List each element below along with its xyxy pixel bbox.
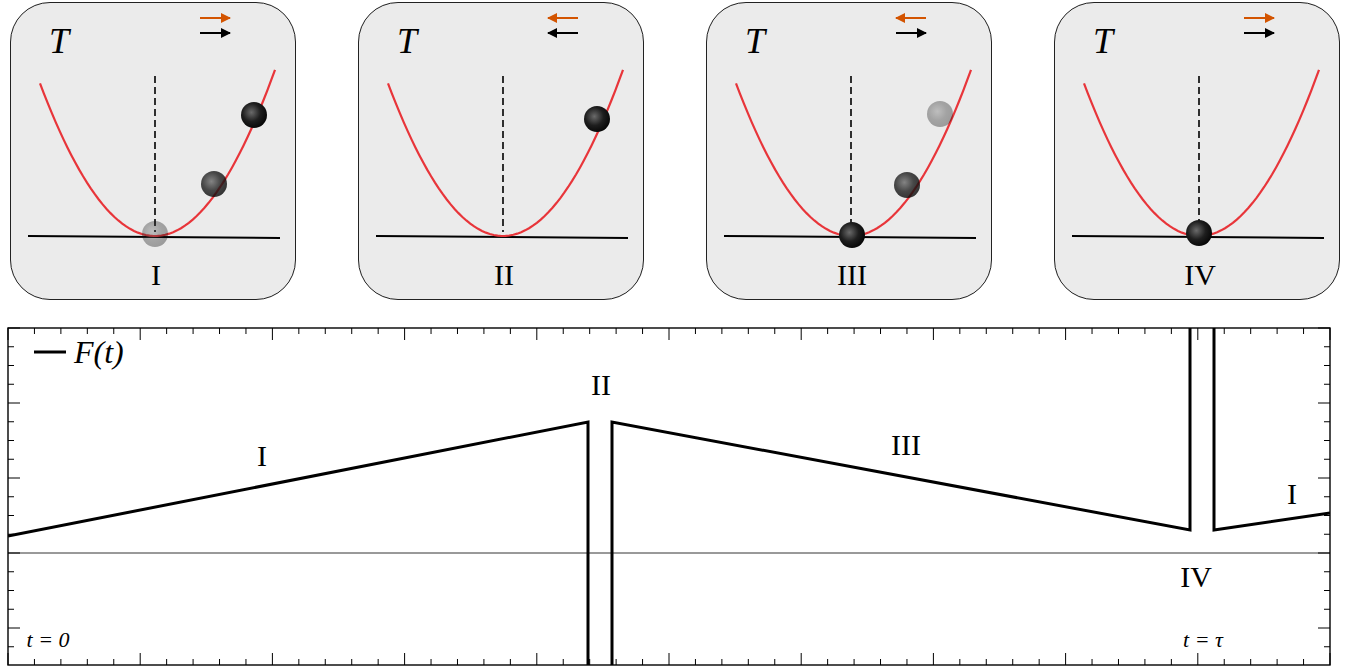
panel-box: TI [10,2,296,300]
particle [839,222,865,248]
direction-arrow [548,32,578,34]
panel-illustration [358,2,644,300]
harmonic-potential [1084,70,1319,236]
direction-arrow [200,32,230,34]
stage-label: I [257,441,267,471]
direction-arrow [1244,32,1274,34]
time-label: t = τ [1183,629,1223,651]
force-curve [8,328,1330,665]
panel-box: T IV [1054,2,1340,300]
panel-ground [10,2,296,300]
legend-text: F(t) [74,336,124,368]
panel-illustration [1054,2,1340,300]
symmetry-axis [1198,76,1200,232]
zero-line [8,553,1330,554]
stage-label: III [891,430,921,460]
panel-illustration [706,2,992,300]
harmonic-potential [40,70,275,236]
symmetry-axis [502,76,504,232]
particle [201,171,227,197]
stage-label: II [591,370,611,400]
stage-label: I [151,260,161,290]
harmonic-potential [388,70,623,236]
panel-box: T III [706,2,992,300]
particle [241,102,267,128]
stage-label: IV [1184,260,1216,290]
direction-arrow [1244,17,1274,19]
symmetry-axis [850,76,852,232]
legend-sample [34,351,66,354]
stage-label: II [494,260,514,290]
temperature-symbol: T [397,23,417,59]
temperature-symbol: T [745,23,765,59]
temperature-symbol: T [1093,23,1113,59]
particle [1186,220,1212,246]
particle [584,106,610,132]
symmetry-axis [154,76,156,232]
particle [142,221,168,247]
harmonic-potential [736,70,971,236]
stage-label: IV [1180,562,1212,592]
time-label: t = 0 [27,629,70,651]
panel-box: T II [358,2,644,300]
direction-arrow [200,17,230,19]
stage-label: I [1287,479,1297,509]
direction-arrow [896,32,926,34]
direction-arrow [896,17,926,19]
particle [927,101,953,127]
panel-ground [358,2,644,300]
direction-arrow [548,17,578,19]
particle [894,172,920,198]
stage-label: III [837,260,867,290]
temperature-symbol: T [49,23,69,59]
panel-ground [706,2,992,300]
panel-illustration [10,2,296,300]
panel-ground [1054,2,1340,300]
